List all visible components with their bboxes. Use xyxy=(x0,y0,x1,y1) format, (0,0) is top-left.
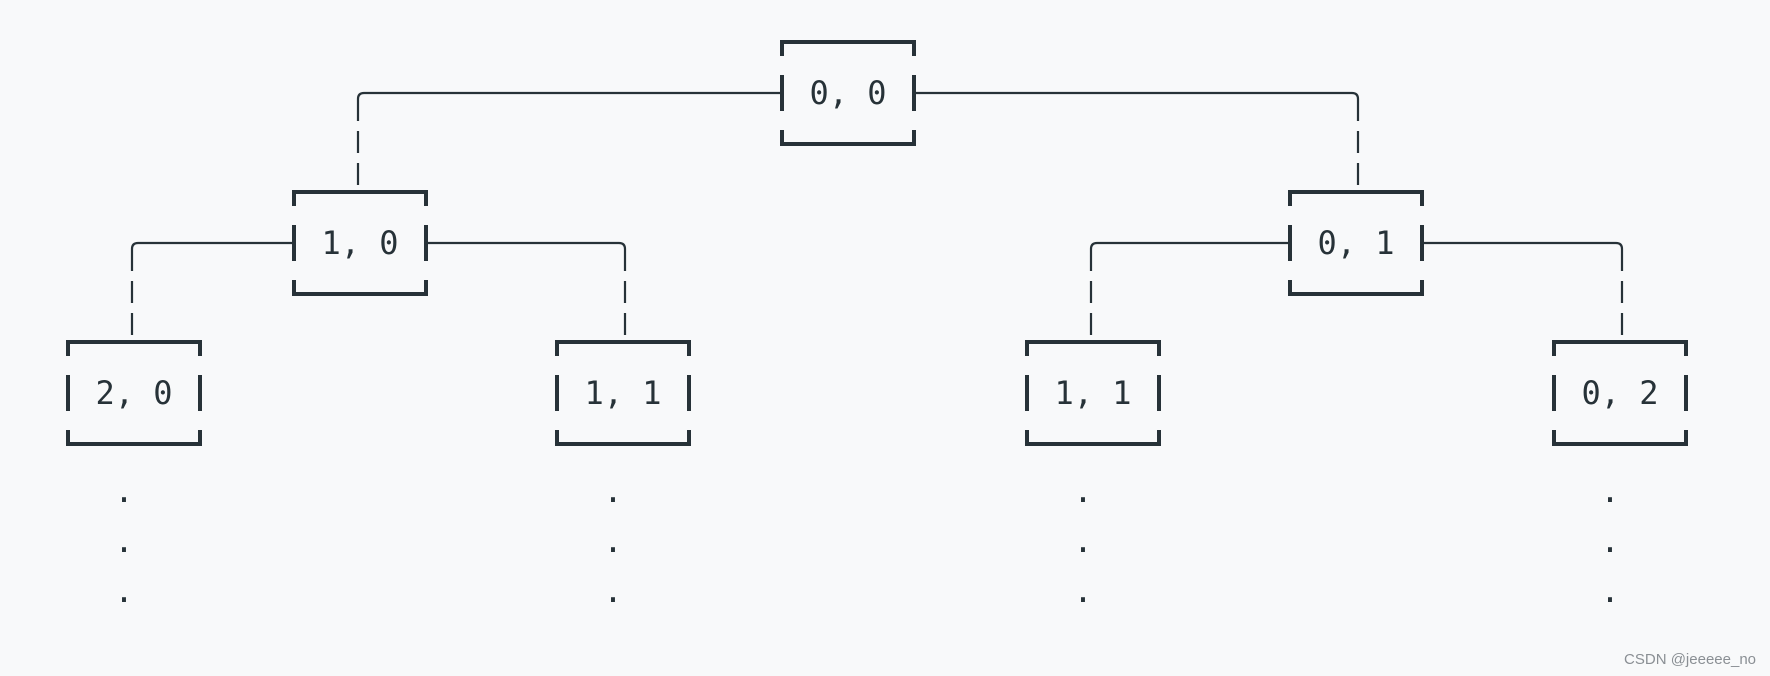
continuation-dot: . xyxy=(1073,522,1092,560)
node-box xyxy=(66,340,202,446)
tree-node: 1, 0 xyxy=(292,190,428,296)
continuation-dots: ... xyxy=(603,472,622,610)
continuation-dots: ... xyxy=(1600,472,1619,610)
node-label: 1, 1 xyxy=(584,374,661,412)
edge-n01-n11b xyxy=(1089,241,1290,342)
tree-node: 2, 0 xyxy=(66,340,202,446)
node-box xyxy=(1552,340,1688,446)
edge-horizontal xyxy=(130,241,294,250)
continuation-dot: . xyxy=(1073,572,1092,610)
node-label: 1, 1 xyxy=(1054,374,1131,412)
edge-n01-n02 xyxy=(1422,241,1624,342)
node-box xyxy=(555,340,691,446)
continuation-dots-layer: ............ xyxy=(114,472,1619,610)
tree-node: 1, 1 xyxy=(555,340,691,446)
tree-node: 0, 1 xyxy=(1288,190,1424,296)
continuation-dot: . xyxy=(114,572,133,610)
edge-horizontal xyxy=(426,241,627,250)
continuation-dot: . xyxy=(1073,472,1092,510)
node-label: 0, 0 xyxy=(809,74,886,112)
continuation-dot: . xyxy=(603,572,622,610)
continuation-dot: . xyxy=(1600,472,1619,510)
edge-horizontal xyxy=(1089,241,1290,250)
edge-horizontal xyxy=(356,91,782,100)
edge-horizontal xyxy=(1422,241,1624,250)
edge-n10-n20 xyxy=(130,241,294,342)
node-label: 1, 0 xyxy=(321,224,398,262)
continuation-dot: . xyxy=(114,522,133,560)
tree-node: 1, 1 xyxy=(1025,340,1161,446)
continuation-dot: . xyxy=(114,472,133,510)
edge-n00-n01 xyxy=(914,91,1360,192)
continuation-dots: ... xyxy=(114,472,133,610)
continuation-dot: . xyxy=(1600,522,1619,560)
tree-node: 0, 0 xyxy=(780,40,916,146)
edge-horizontal xyxy=(914,91,1360,100)
node-label: 2, 0 xyxy=(95,374,172,412)
node-box xyxy=(1025,340,1161,446)
node-box xyxy=(780,40,916,146)
watermark: CSDN @jeeeee_no xyxy=(1624,651,1756,668)
node-label: 0, 1 xyxy=(1317,224,1394,262)
edges-layer xyxy=(130,91,1624,342)
tree-node: 0, 2 xyxy=(1552,340,1688,446)
edge-n00-n10 xyxy=(356,91,782,192)
node-label: 0, 2 xyxy=(1581,374,1658,412)
edge-n10-n11a xyxy=(426,241,627,342)
nodes-layer: 0, 0 1, 0 0, 1 2, 0 1, 1 1, 1 0, 2 xyxy=(66,40,1688,446)
continuation-dots: ... xyxy=(1073,472,1092,610)
continuation-dot: . xyxy=(603,522,622,560)
continuation-dot: . xyxy=(1600,572,1619,610)
node-box xyxy=(1288,190,1424,296)
node-box xyxy=(292,190,428,296)
continuation-dot: . xyxy=(603,472,622,510)
